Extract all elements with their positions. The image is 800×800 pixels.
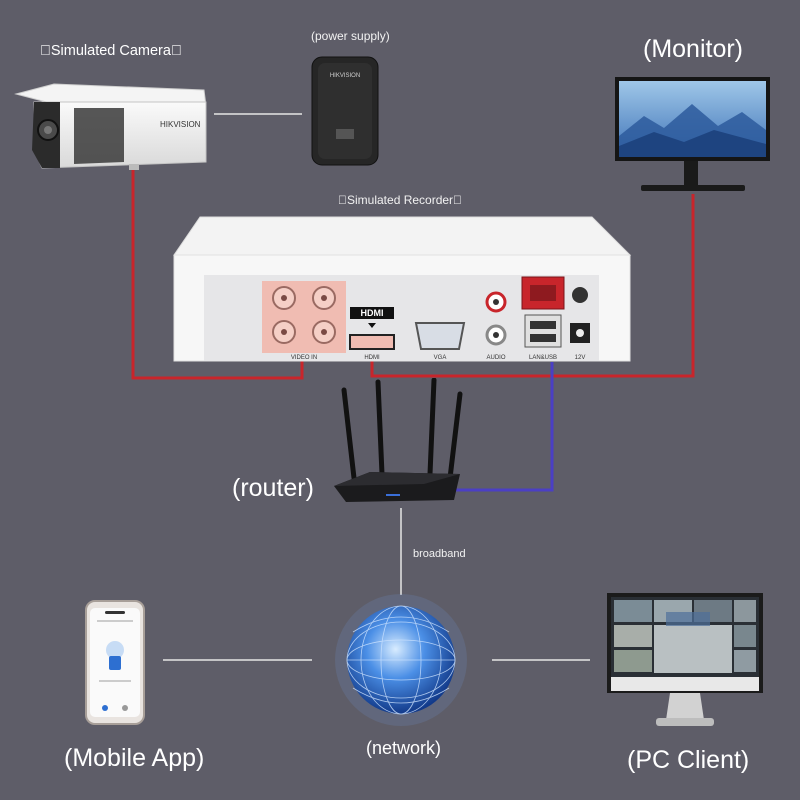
app-text-line (99, 680, 131, 682)
hdmi-logo-bg (350, 307, 394, 319)
app-nav-icon-right (122, 705, 128, 711)
vga-port (414, 322, 466, 350)
power-supply-brand-text: HIKVISION (330, 73, 360, 79)
power-supply-face (318, 63, 372, 159)
app-header-line (97, 620, 133, 622)
network-globe-image (335, 594, 467, 726)
camera-image: HIKVISION (14, 83, 207, 170)
recorder-label:  Simulated Recorder  (338, 193, 463, 207)
power-12v-text: 12V (575, 355, 586, 361)
pc-monitor-chin (611, 677, 759, 691)
router-image (334, 378, 463, 502)
recorder-top (173, 216, 632, 256)
globe-grid (346, 605, 456, 715)
video-feed-grid (614, 600, 756, 673)
audio-text: AUDIO (486, 355, 505, 361)
hdmi-port (349, 334, 395, 350)
power-supply-image: HIKVISION (311, 56, 379, 166)
power-supply-label: (power supply) (311, 29, 390, 43)
router-to-recorder-cable (455, 362, 554, 492)
video-in-text: VIDEO IN (291, 355, 317, 361)
broadband-label: broadband (413, 548, 466, 560)
camera-mount (129, 164, 139, 170)
app-device-icon (109, 656, 121, 670)
pc-client-image (607, 593, 763, 726)
monitor-image (615, 77, 770, 191)
router-antenna-icon (341, 378, 463, 481)
mobile-app-label: (Mobile App) (64, 744, 205, 772)
hdmi-port-text: HDMI (364, 355, 380, 361)
camera-label:  Simulated Camera  (40, 43, 182, 59)
lan-usb-text: LAN&USB (529, 355, 557, 361)
pc-stand-base (656, 718, 714, 726)
recorder-image: VIDEO IN HDMI HDMI VGA AUDIO LAN&USB 12V (173, 216, 632, 362)
power-button-icon (572, 287, 588, 303)
router-top-face (334, 472, 460, 486)
router-label: (router) (232, 474, 314, 502)
network-label: (network) (366, 738, 442, 758)
app-nav-icon-left (102, 705, 108, 711)
monitor-neck (684, 161, 698, 187)
bnc-connector-icon (272, 286, 336, 344)
mobile-phone-image (85, 600, 145, 725)
pc-stand (666, 693, 704, 720)
camera-to-recorder-cable (131, 165, 304, 380)
camera-brand-text: HIKVISION (160, 120, 201, 129)
lan-port-socket (530, 285, 556, 301)
camera-dark-panel (74, 108, 124, 164)
monitor-base (641, 185, 745, 191)
usb-port (524, 314, 562, 348)
audio-in-center (493, 299, 499, 305)
camera-lens-center (44, 126, 52, 134)
phone-notch (105, 611, 125, 614)
vga-text: VGA (434, 355, 447, 361)
router-led-icon (386, 494, 400, 496)
app-cloud-icon (106, 641, 124, 659)
hdmi-arrow-icon (368, 323, 376, 328)
hdmi-logo-text: HDMI (361, 308, 384, 318)
usb-slot-top (530, 321, 556, 329)
pc-client-label: (PC Client) (627, 746, 750, 774)
usb-slot-bottom (530, 334, 556, 342)
power-supply-plate (336, 129, 354, 139)
recorder-to-monitor-cable (370, 194, 695, 378)
audio-out-center (493, 332, 499, 338)
mountain-foreground (619, 130, 766, 157)
dc-power-pin (576, 329, 584, 337)
monitor-label: (Monitor) (643, 35, 744, 63)
